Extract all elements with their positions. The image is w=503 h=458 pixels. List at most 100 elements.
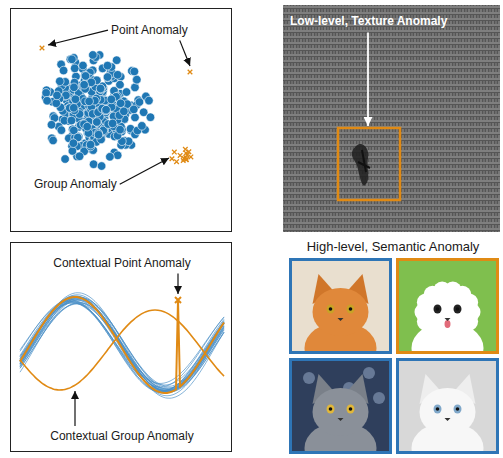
panel-label: Contextual Point Anomaly xyxy=(53,256,190,270)
normal-point xyxy=(102,105,111,114)
time-series-panel: Contextual Point AnomalyContextual Group… xyxy=(10,242,232,452)
point-anomaly-series xyxy=(20,297,224,393)
normal-series xyxy=(20,297,224,391)
image-frame xyxy=(398,260,498,353)
normal-point xyxy=(69,104,78,113)
anomaly-marker xyxy=(183,147,188,152)
normal-point xyxy=(47,120,56,129)
time-series-plot xyxy=(20,293,224,398)
normal-point xyxy=(86,140,95,149)
panel-label: Group Anomaly xyxy=(34,177,117,191)
normal-point xyxy=(106,153,115,162)
normal-point xyxy=(113,151,122,160)
texture-panel: Low-level, Texture Anomaly xyxy=(283,5,500,232)
normal-point xyxy=(131,113,140,122)
normal-point xyxy=(102,106,111,115)
normal-point xyxy=(120,107,129,116)
leader-arrow xyxy=(177,273,178,294)
normal-point xyxy=(93,118,102,127)
anomaly-marker xyxy=(189,155,194,160)
normal-point xyxy=(49,136,58,145)
leader-arrows xyxy=(48,30,368,426)
normal-point xyxy=(52,99,61,108)
normal-series xyxy=(20,295,224,393)
normal-series xyxy=(20,296,224,390)
normal-point xyxy=(103,61,112,70)
anomaly-marker xyxy=(40,46,45,51)
normal-point xyxy=(93,118,102,127)
animal-photo xyxy=(396,358,499,454)
normal-series xyxy=(20,298,224,396)
normal-point xyxy=(97,85,106,94)
leader-arrow xyxy=(48,30,108,45)
normal-point xyxy=(68,147,77,156)
anomaly-marker xyxy=(170,156,175,161)
leader-arrow xyxy=(120,158,169,184)
normal-point xyxy=(69,139,78,148)
normal-point xyxy=(97,162,106,171)
normal-point xyxy=(67,116,76,125)
normal-point xyxy=(131,83,140,92)
normal-point xyxy=(68,55,77,64)
normal-point xyxy=(75,152,84,161)
normal-point xyxy=(116,125,125,134)
anomaly-marker xyxy=(178,153,183,158)
fabric-texture xyxy=(283,5,500,232)
normal-point xyxy=(130,67,139,76)
anomaly-marker xyxy=(174,159,179,164)
normal-point xyxy=(135,98,144,107)
normal-point xyxy=(61,155,70,164)
image-grid xyxy=(289,258,499,458)
normal-point xyxy=(80,80,89,89)
scatter-plot xyxy=(40,46,193,171)
normal-point xyxy=(70,83,79,92)
normal-point xyxy=(122,88,131,97)
normal-point xyxy=(70,94,79,103)
panel-label: Contextual Group Anomaly xyxy=(50,429,193,443)
normal-point xyxy=(94,130,103,139)
normal-point xyxy=(79,61,88,70)
normal-point xyxy=(108,119,117,128)
anomaly-marker xyxy=(181,158,186,163)
normal-point xyxy=(132,75,141,84)
normal-point xyxy=(116,99,125,108)
leader-arrow xyxy=(74,391,75,426)
anomaly-marker xyxy=(188,70,193,75)
normal-point xyxy=(146,113,155,122)
normal-point xyxy=(89,51,98,60)
normal-point xyxy=(57,126,66,135)
normal-point xyxy=(81,71,90,80)
normal-point xyxy=(89,160,98,169)
animal-photo xyxy=(396,258,499,354)
normal-point xyxy=(138,122,147,131)
normal-point xyxy=(53,91,62,100)
normal-point xyxy=(70,64,79,73)
animal-photo xyxy=(289,358,392,454)
normal-point xyxy=(102,106,111,115)
animal-photo xyxy=(289,258,392,354)
normal-point xyxy=(103,73,112,82)
anomaly-marker xyxy=(175,297,181,303)
normal-point xyxy=(133,75,142,84)
normal-point xyxy=(85,97,94,106)
panel-label: High-level, Semantic Anomaly xyxy=(307,239,480,255)
normal-point xyxy=(145,96,154,105)
panel-label: Point Anomaly xyxy=(111,23,188,37)
normal-point xyxy=(96,84,105,93)
normal-point xyxy=(71,95,80,104)
normal-point xyxy=(42,89,51,98)
normal-point xyxy=(129,105,138,114)
anomaly-marker xyxy=(172,150,177,155)
normal-point xyxy=(107,95,116,104)
panel-label: Low-level, Texture Anomaly xyxy=(290,14,447,28)
anomaly-panel: Point AnomalyGroup Anomaly xyxy=(10,8,232,232)
image-frame xyxy=(398,360,498,453)
normal-point xyxy=(55,77,64,86)
normal-point xyxy=(103,73,112,82)
leader-arrow xyxy=(180,40,190,66)
leader-arrow xyxy=(367,32,369,126)
normal-point xyxy=(83,122,92,131)
normal-point xyxy=(43,96,52,105)
